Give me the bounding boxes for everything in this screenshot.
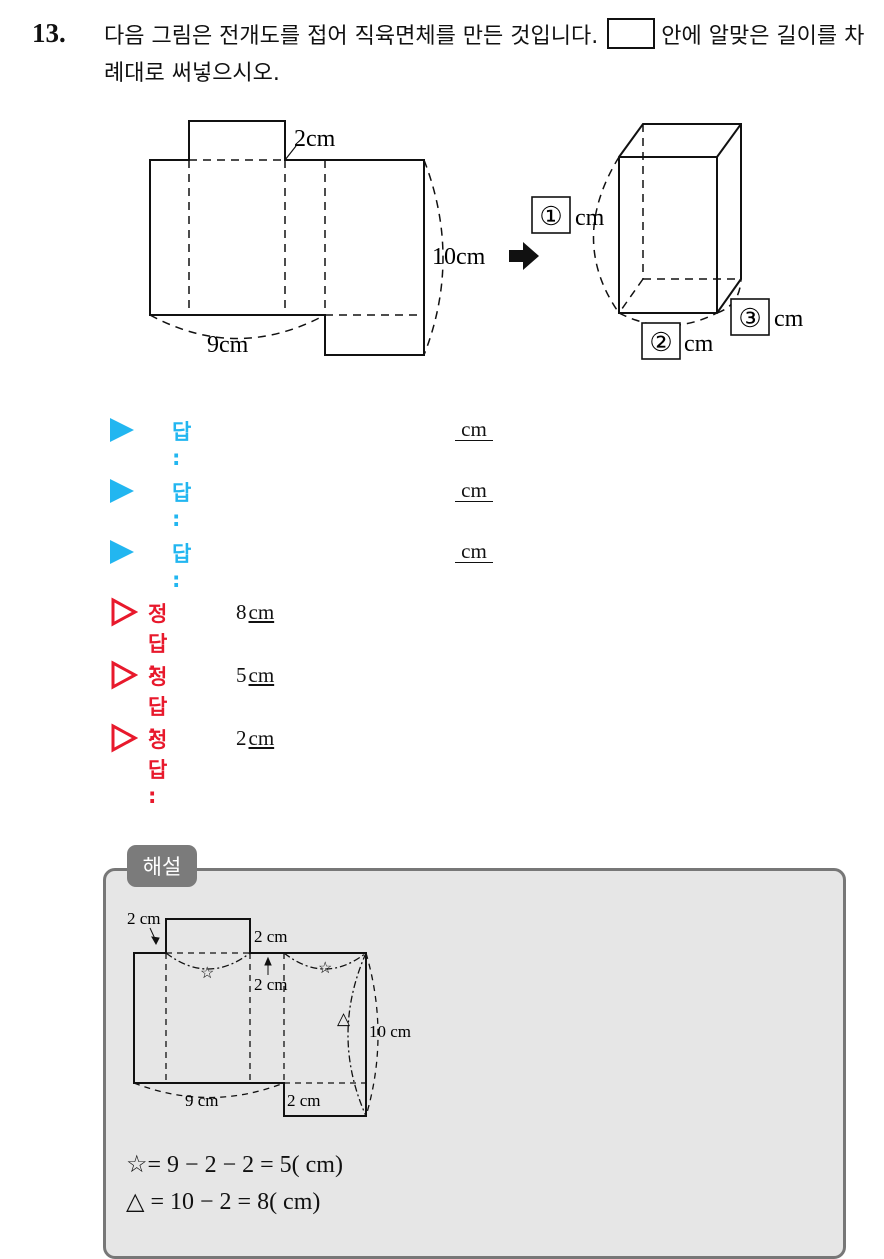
exp-star-right: ☆ xyxy=(318,960,332,977)
answer-arrow-icon xyxy=(110,418,134,442)
solution-value: 5cm xyxy=(236,663,275,687)
exp-star-left: ☆ xyxy=(200,965,214,982)
solution-label: 정답 : xyxy=(148,665,168,745)
blank-box xyxy=(607,18,656,49)
solution-value: 8cm xyxy=(236,600,275,624)
exp-right-label: 10 cm xyxy=(369,1022,411,1041)
box-unit-3: cm xyxy=(774,306,804,332)
answer-unit: cm xyxy=(455,418,493,441)
box-label-2: ② xyxy=(649,328,672,357)
exp-top-left-label: 2 cm xyxy=(127,909,161,928)
exp-triangle-mark: △ xyxy=(337,1009,351,1028)
explanation-tab: 해설 xyxy=(127,845,197,887)
question-text-part1: 다음 그림은 전개도를 접어 직육면체를 만든 것입니다. xyxy=(104,24,599,49)
exp-bottom-right-label: 2 cm xyxy=(287,1091,321,1110)
net-height-label: 10cm xyxy=(432,244,486,270)
exp-middle-label: 2 cm xyxy=(254,975,288,994)
explanation-line-2: △ = 10 − 2 = 8( cm) xyxy=(126,1189,321,1215)
answer-arrow-icon xyxy=(110,540,134,564)
answer-unit: cm xyxy=(455,540,493,563)
explanation-line-1: ☆= 9 − 2 − 2 = 5( cm) xyxy=(126,1152,343,1178)
solution-value: 2cm xyxy=(236,726,275,750)
answer-arrow-icon xyxy=(110,479,134,503)
answer-label: 답 : xyxy=(172,542,192,592)
problem-figure: 2cm 10cm 9cm ① cm ② cm ③ cm xyxy=(149,120,804,360)
box-label-1: ① xyxy=(539,202,562,231)
answer-label: 답 : xyxy=(172,420,192,470)
right-arrow-icon xyxy=(509,242,539,270)
question-text: 다음 그림은 전개도를 접어 직육면체를 만든 것입니다. 안에 알맞은 길이를… xyxy=(104,18,874,92)
answer-label: 답 : xyxy=(172,481,192,531)
question-text-part2: 안에 알맞은 길이를 차례대로 써넣으시오. xyxy=(104,24,865,86)
triangle-outline-icon xyxy=(111,723,138,753)
solution-label: 정답 : xyxy=(148,602,168,682)
box-label-3: ③ xyxy=(738,304,761,333)
box-unit-2: cm xyxy=(684,331,714,357)
exp-top-right-label: 2 cm xyxy=(254,927,288,946)
net-width-label: 9cm xyxy=(207,332,249,358)
box-unit-1: cm xyxy=(575,205,605,231)
explanation-box xyxy=(103,868,846,1259)
triangle-outline-icon xyxy=(111,597,138,627)
net-top-label: 2cm xyxy=(294,126,336,152)
solution-label: 정답 : xyxy=(148,728,168,808)
question-number: 13. xyxy=(32,18,66,48)
triangle-outline-icon xyxy=(111,660,138,690)
exp-bottom-label: 9 cm xyxy=(185,1091,219,1110)
answer-unit: cm xyxy=(455,479,493,502)
